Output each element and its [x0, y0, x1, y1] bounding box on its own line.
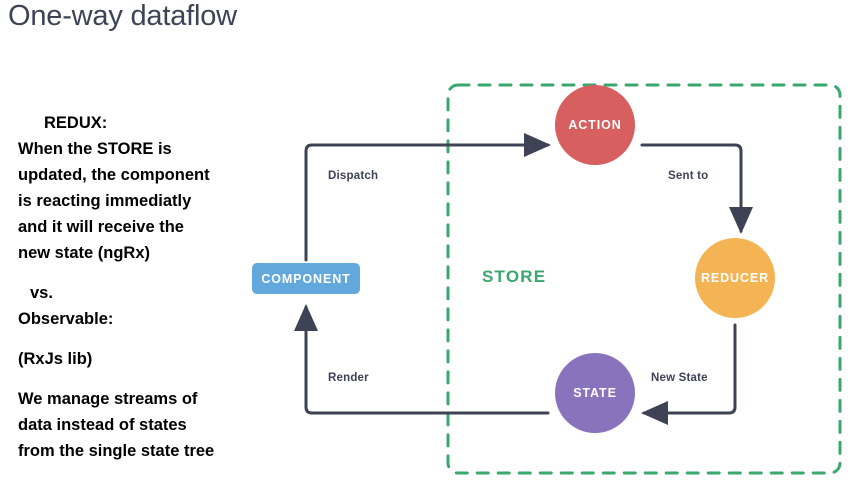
edge-sent-to	[640, 143, 753, 234]
note-line: Observable:	[18, 310, 114, 328]
note-line: (RxJs lib)	[18, 350, 93, 368]
note-line: from the single state tree	[18, 442, 215, 460]
note-spacer	[18, 332, 268, 346]
node-reducer[interactable]: REDUCER	[695, 238, 775, 318]
node-component[interactable]: COMPONENT	[252, 263, 360, 294]
edge-label-render: Render	[328, 372, 369, 384]
node-state-label: STATE	[573, 386, 617, 400]
node-action[interactable]: ACTION	[555, 85, 635, 165]
page-title: One-way dataflow	[8, 0, 237, 32]
explanation-text-block: REDUX: When the STORE is updated, the co…	[18, 110, 268, 464]
node-reducer-label: REDUCER	[700, 271, 770, 285]
note-line: new state (ngRx)	[18, 244, 151, 262]
note-line: We manage streams of	[18, 390, 198, 408]
store-boundary	[446, 83, 842, 475]
note-line: updated, the component	[18, 166, 210, 184]
edge-new-state	[641, 323, 737, 425]
edge-label-dispatch: Dispatch	[328, 170, 379, 182]
diagram-connectors	[294, 83, 842, 475]
note-spacer	[18, 372, 268, 386]
note-line: When the STORE is	[18, 140, 172, 158]
edge-dispatch	[304, 133, 551, 262]
node-component-label: COMPONENT	[261, 271, 351, 286]
note-line: vs.	[30, 284, 53, 302]
edge-label-new-state: New State	[651, 372, 708, 384]
note-line: data instead of states	[18, 416, 187, 434]
dataflow-diagram: COMPONENT ACTION REDUCER STATE STORE Dis…	[250, 60, 856, 493]
note-line: REDUX:	[44, 114, 108, 132]
node-action-label: ACTION	[568, 118, 622, 132]
note-line: is reacting immediatly	[18, 192, 192, 210]
note-spacer	[18, 266, 268, 280]
note-line: and it will receive the	[18, 218, 184, 236]
node-state[interactable]: STATE	[555, 353, 635, 433]
edge-label-sent-to: Sent to	[668, 170, 709, 182]
store-label: STORE	[482, 267, 547, 286]
edge-render	[294, 304, 550, 415]
